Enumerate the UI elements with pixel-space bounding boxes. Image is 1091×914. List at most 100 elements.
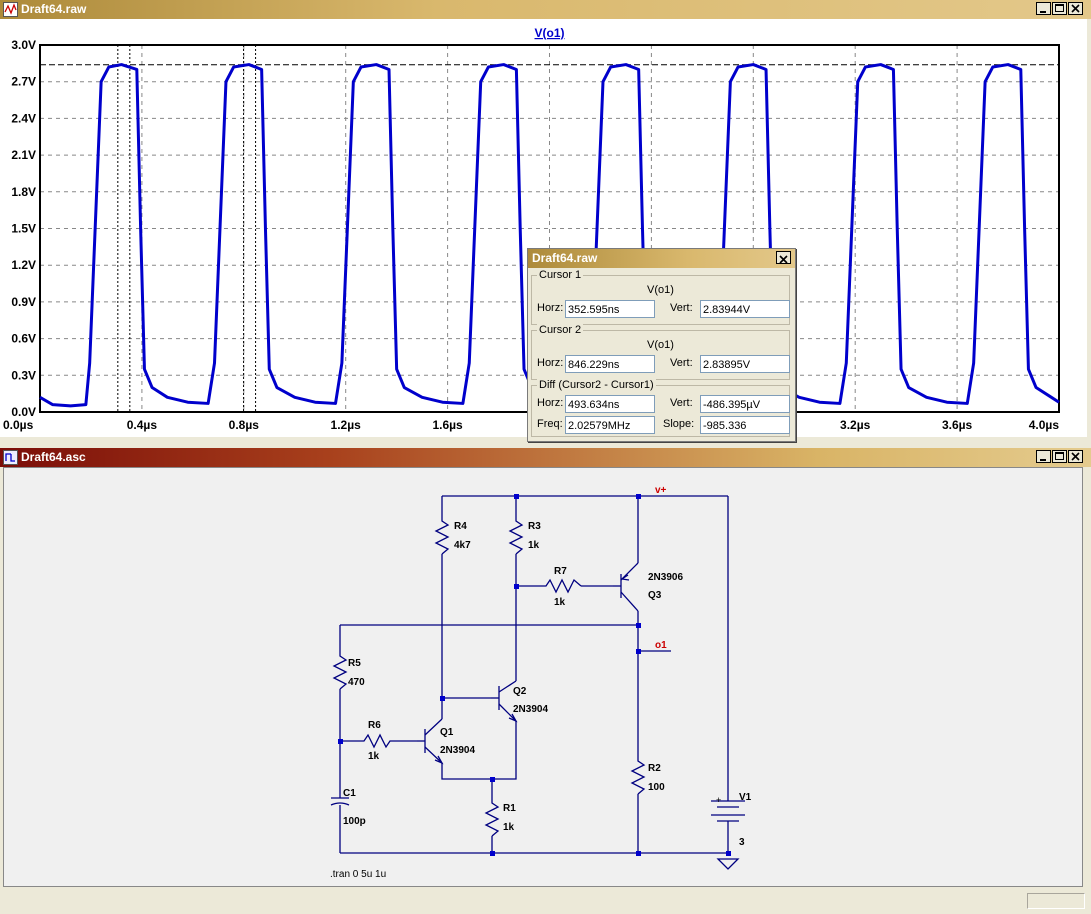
ground-symbol <box>716 858 740 870</box>
model-Q2: 2N3904 <box>513 704 548 715</box>
diff-slope-label: Slope: <box>663 418 695 430</box>
schematic-drawing[interactable]: R4 4k7 R3 1k R7 1k 2N3906 Q3 R5 470 Q2 2… <box>1 1 1081 880</box>
net-label-vplus: v+ <box>655 485 667 496</box>
resistor-R2[interactable] <box>630 756 646 795</box>
maximize-button[interactable] <box>1052 450 1067 463</box>
x-tick-label: 3.2µs <box>840 418 871 432</box>
trace-label: V(o1) <box>535 26 565 40</box>
x-tick-label: 1.6µs <box>432 418 463 432</box>
transistor-Q2[interactable] <box>491 680 518 723</box>
label-R4: R4 <box>454 521 467 532</box>
schematic-app-icon <box>3 450 18 465</box>
cursor-dialog-close-button[interactable] <box>776 251 791 264</box>
minimize-button[interactable] <box>1036 450 1051 463</box>
y-tick-label: 0.9V <box>11 295 36 309</box>
close-icon <box>779 255 788 264</box>
resistor-R4[interactable] <box>434 516 450 555</box>
y-tick-label: 0.6V <box>11 332 36 346</box>
cursor-dialog: Draft64.raw Cursor 1 V(o1) Horz: 352.595… <box>527 248 796 442</box>
diff-horz-field[interactable]: 493.634ns <box>565 395 655 413</box>
y-tick-label: 0.3V <box>11 368 36 382</box>
cursor2-horz-label: Horz: <box>537 357 564 369</box>
resistor-R6[interactable] <box>359 733 393 749</box>
y-tick-label: 2.7V <box>11 75 36 89</box>
cursor1-vert-field[interactable]: 2.83944V <box>700 300 790 318</box>
value-V1: 3 <box>739 837 745 848</box>
cursor2-horz-field[interactable]: 846.229ns <box>565 355 655 373</box>
cursor2-vert-field[interactable]: 2.83895V <box>700 355 790 373</box>
model-Q1: 2N3904 <box>440 745 475 756</box>
label-R6: R6 <box>368 720 381 731</box>
waveform-window-title: Draft64.raw <box>21 2 87 16</box>
value-R1: 1k <box>503 822 515 833</box>
label-Q1: Q1 <box>440 727 454 738</box>
schematic-window-title: Draft64.asc <box>21 450 86 464</box>
x-tick-label: 0.8µs <box>229 418 260 432</box>
model-Q3: 2N3906 <box>648 572 683 583</box>
cursor1-vert-label: Vert: <box>670 302 693 314</box>
x-tick-label: 0.0µs <box>3 418 34 432</box>
resistor-R5[interactable] <box>332 651 348 690</box>
close-button[interactable] <box>1068 2 1083 15</box>
resistor-R1[interactable] <box>484 798 500 837</box>
label-R1: R1 <box>503 803 516 814</box>
schematic-window-titlebar[interactable]: Draft64.asc <box>0 448 1091 467</box>
resistor-R3[interactable] <box>508 516 524 555</box>
voltage-source-V1[interactable] <box>711 781 745 837</box>
label-R7: R7 <box>554 566 567 577</box>
label-R5: R5 <box>348 658 361 669</box>
waveform-window: Draft64.raw 0.0µs 0.4µs 0.8µs 1.2µs 1.6µs 2.0… <box>0 0 1091 440</box>
x-tick-label: 3.6µs <box>942 418 973 432</box>
close-button[interactable] <box>1068 450 1083 463</box>
value-R5: 470 <box>348 677 365 688</box>
cursor1-horz-field[interactable]: 352.595ns <box>565 300 655 318</box>
cursor2-vert-label: Vert: <box>670 357 693 369</box>
diff-group-label: Diff (Cursor2 - Cursor1) <box>537 379 656 391</box>
status-cell <box>1027 893 1085 909</box>
x-tick-label: 1.2µs <box>331 418 362 432</box>
cursor2-group: Cursor 2 V(o1) Horz: 846.229ns Vert: 2.8… <box>531 324 790 380</box>
diff-vert-field[interactable]: -486.395µV <box>700 395 790 413</box>
value-R6: 1k <box>368 751 380 762</box>
x-tick-label: 0.4µs <box>127 418 158 432</box>
v1-plus-sign: + <box>716 795 721 805</box>
waveform-app-icon <box>3 2 18 17</box>
capacitor-C1[interactable] <box>330 797 350 816</box>
y-tick-label: 2.1V <box>11 148 36 162</box>
transistor-Q3[interactable] <box>613 562 639 612</box>
resistor-R7[interactable] <box>541 578 582 594</box>
cursor-dialog-titlebar[interactable]: Draft64.raw <box>528 249 795 268</box>
value-C1: 100p <box>343 816 366 827</box>
net-label-o1: o1 <box>655 640 667 651</box>
cursor1-group: Cursor 1 V(o1) Horz: 352.595ns Vert: 2.8… <box>531 269 790 325</box>
label-R3: R3 <box>528 521 541 532</box>
maximize-button[interactable] <box>1052 2 1067 15</box>
spice-directive: .tran 0 5u 1u <box>330 869 386 880</box>
status-bar <box>0 888 1091 914</box>
y-tick-label: 0.0V <box>11 405 36 419</box>
diff-slope-field[interactable]: -985.336 <box>700 416 790 434</box>
diff-vert-label: Vert: <box>670 397 693 409</box>
cursor1-group-label: Cursor 1 <box>537 269 584 281</box>
cursor-dialog-title: Draft64.raw <box>532 251 598 265</box>
transistor-Q1[interactable] <box>417 718 444 765</box>
cursor2-group-label: Cursor 2 <box>537 324 584 336</box>
label-V1: V1 <box>739 792 752 803</box>
value-R2: 100 <box>648 782 665 793</box>
diff-group: Diff (Cursor2 - Cursor1) Horz: 493.634ns… <box>531 379 790 437</box>
cursor2-signal: V(o1) <box>647 339 674 351</box>
waveform-window-titlebar[interactable]: Draft64.raw <box>0 0 1091 19</box>
wires <box>339 495 729 854</box>
minimize-button[interactable] <box>1036 2 1051 15</box>
schematic-canvas[interactable]: R4 4k7 R3 1k R7 1k 2N3906 Q3 R5 470 Q2 2… <box>3 467 1083 887</box>
diff-freq-field[interactable]: 2.02579MHz <box>565 416 655 434</box>
value-R3: 1k <box>528 540 540 551</box>
y-tick-label: 1.2V <box>11 258 36 272</box>
y-tick-label: 3.0V <box>11 38 36 52</box>
y-tick-label: 2.4V <box>11 111 36 125</box>
diff-horz-label: Horz: <box>537 397 564 409</box>
x-tick-label: 4.0µs <box>1029 418 1060 432</box>
value-R7: 1k <box>554 597 566 608</box>
diff-freq-label: Freq: <box>537 418 563 430</box>
label-Q2: Q2 <box>513 686 527 697</box>
